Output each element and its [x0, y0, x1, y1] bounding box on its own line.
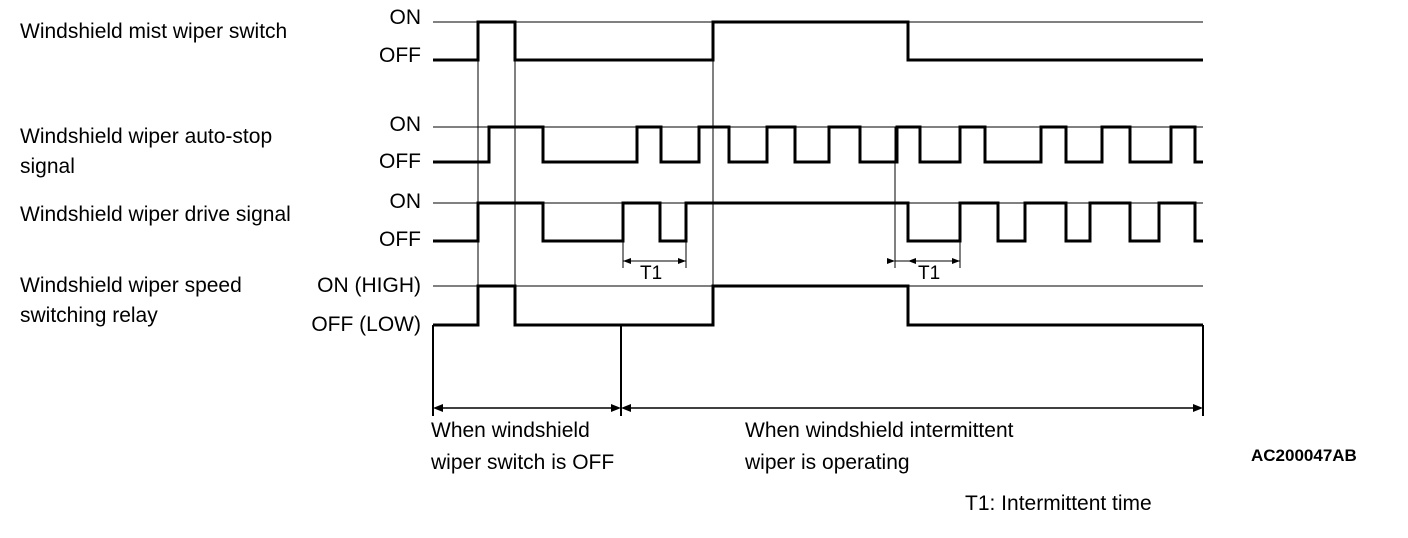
- relay-waveform: [433, 284, 1203, 327]
- autostop-signal-waveform: [433, 125, 1203, 164]
- waveform-group: [433, 20, 1203, 327]
- period-arrowheads: [433, 404, 1203, 412]
- period-boundaries: [432, 325, 1204, 416]
- t1-second-arrowhead-right: [952, 258, 960, 264]
- t1-first-arrowhead-right: [678, 258, 686, 264]
- drive-off-level-label: OFF: [379, 228, 421, 251]
- t1-second-arrowhead-outer-left: [887, 258, 895, 264]
- mist-on-level-label: ON: [389, 6, 422, 29]
- drive-on-level-label: ON: [389, 190, 422, 213]
- drive-signal-waveform: [433, 201, 1203, 243]
- relay-off-level-label: OFF (LOW): [311, 313, 421, 336]
- t1-arrowheads: [623, 258, 960, 264]
- autostop-signal-label-line2: signal: [20, 155, 75, 178]
- relay-label-line2: switching relay: [20, 304, 158, 327]
- drive-signal-label: Windshield wiper drive signal: [20, 203, 291, 226]
- figure-code: AC200047AB: [1251, 446, 1357, 465]
- off-period-arrowhead-left: [433, 404, 443, 412]
- intermittent-period-arrowhead-right: [1193, 404, 1203, 412]
- t1-second-arrowhead-left: [908, 258, 916, 264]
- relay-on-level-label: ON (HIGH): [317, 274, 421, 297]
- guide-lines: [477, 22, 961, 325]
- intermittent-period-arrowhead-left: [621, 404, 631, 412]
- autostop-off-level-label: OFF: [379, 150, 421, 173]
- on-reference-lines: [433, 21, 1203, 287]
- t1-label-first: T1: [640, 263, 663, 284]
- off-period-caption-line2: wiper switch is OFF: [431, 451, 615, 474]
- intermittent-period-caption-line2: wiper is operating: [745, 451, 910, 474]
- t1-first-arrowhead-left: [623, 258, 631, 264]
- mist-switch-waveform: [433, 20, 1203, 62]
- autostop-on-level-label: ON: [389, 113, 422, 136]
- mist-switch-label: Windshield mist wiper switch: [20, 20, 288, 43]
- mist-off-level-label: OFF: [379, 44, 421, 67]
- footnote: T1: Intermittent time: [965, 492, 1152, 515]
- off-period-caption-line1: When windshield: [431, 419, 590, 442]
- t1-label-second: T1: [918, 263, 941, 284]
- autostop-signal-label-line1: Windshield wiper auto-stop: [20, 125, 273, 148]
- off-period-arrowhead-right: [611, 404, 621, 412]
- relay-label-line1: Windshield wiper speed: [20, 274, 242, 297]
- intermittent-period-caption-line1: When windshield intermittent: [745, 419, 1014, 442]
